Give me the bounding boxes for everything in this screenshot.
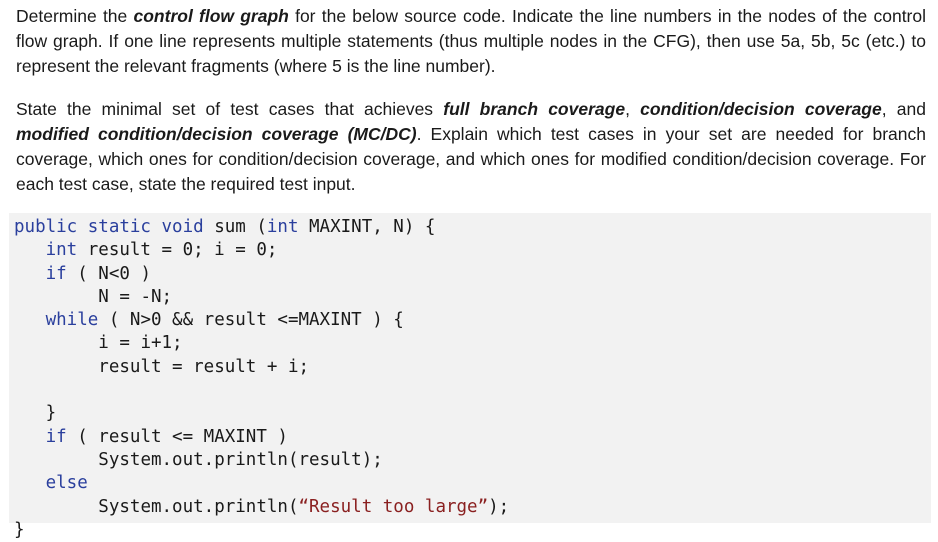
code-keyword: while — [45, 310, 99, 331]
source-code-block: public static void sum (int MAXINT, N) {… — [9, 213, 931, 540]
text: State the minimal set of test cases that… — [16, 99, 444, 119]
question-paragraph-2: State the minimal set of test cases that… — [16, 97, 926, 197]
text: , and — [881, 99, 926, 119]
code-keyword: public static void — [14, 217, 204, 237]
code-keyword: int — [45, 240, 78, 261]
code-text: N = -N; — [98, 286, 173, 307]
code-keyword: if — [45, 263, 67, 284]
question-paragraph-1: Determine the control flow graph for the… — [16, 4, 926, 79]
emphasis-branch-coverage: full branch coverage — [443, 99, 626, 119]
text: Determine the — [16, 6, 134, 26]
code-text: System.out.println( — [98, 496, 299, 517]
code-text: ( result <= MAXINT ) — [66, 426, 288, 447]
code-text: ( N<0 ) — [66, 263, 151, 284]
code-text: i = i+1; — [98, 333, 183, 354]
code-text: result = 0; i = 0; — [77, 240, 278, 261]
code-text: ); — [488, 496, 510, 517]
code-text: sum ( — [203, 217, 267, 237]
emphasis-condition-decision: condition/decision coverage — [640, 99, 882, 119]
code-string: “Result too large” — [298, 496, 489, 517]
code-text: MAXINT, N) { — [298, 217, 436, 237]
code-keyword: else — [45, 473, 88, 494]
emphasis-mcdc: modified condition/decision coverage (MC… — [16, 124, 417, 144]
emphasis-cfg: control flow graph — [133, 6, 289, 26]
code-keyword: if — [45, 426, 67, 447]
code-keyword: int — [266, 217, 299, 237]
code-text: ( N>0 && result <=MAXINT ) { — [98, 310, 404, 331]
text: for the below source code. Indicate the … — [16, 6, 927, 76]
code-text: System.out.println(result); — [98, 449, 383, 470]
text: . Explain which test cases in your set a… — [16, 124, 926, 194]
code-text: result = result + i; — [98, 356, 310, 377]
text: , — [625, 99, 641, 119]
code-text: } — [45, 403, 57, 424]
